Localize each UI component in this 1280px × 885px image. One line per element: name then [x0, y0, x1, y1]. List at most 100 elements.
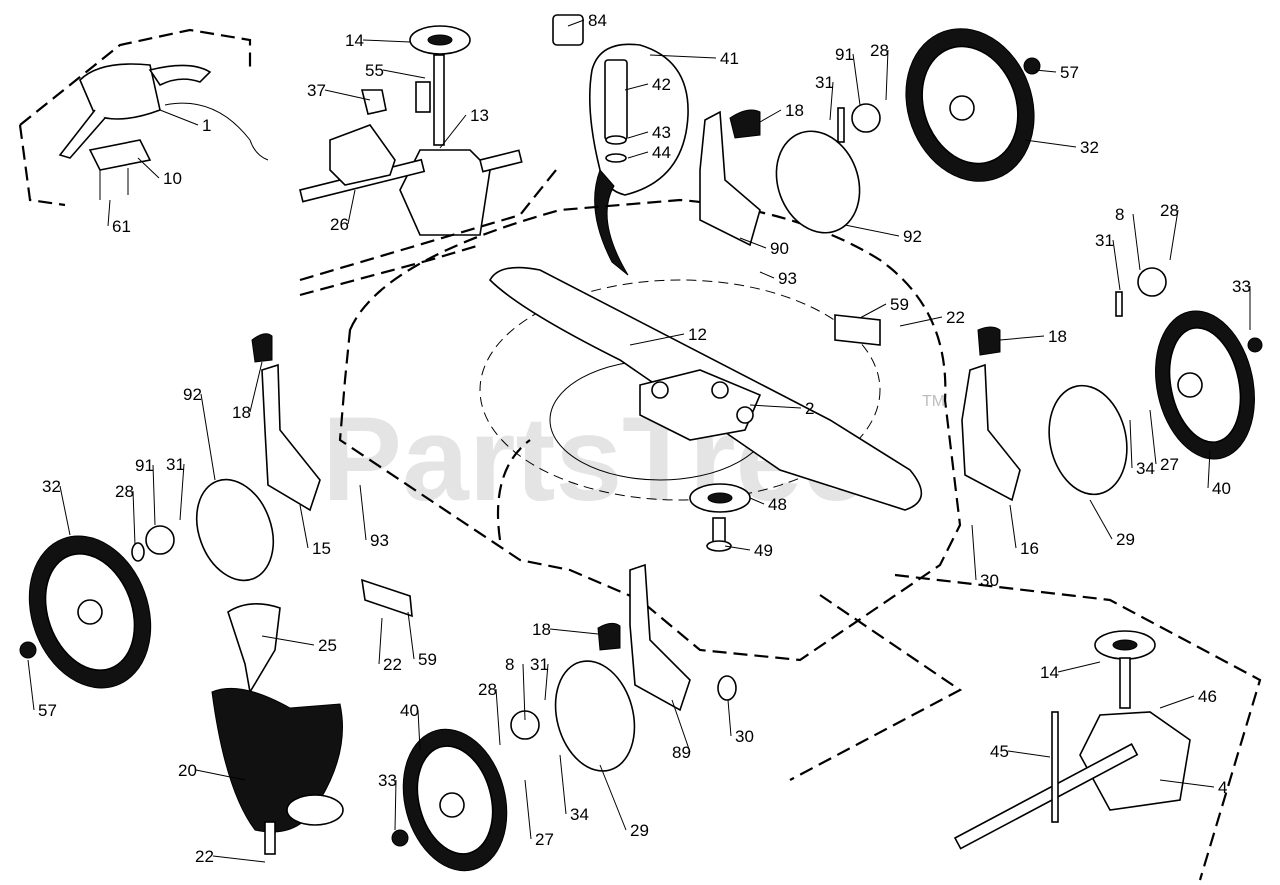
upper-transmission [299, 25, 561, 297]
part-callout-84: 84 [588, 11, 607, 30]
leader-line-37 [324, 89, 371, 101]
part-callout-30b: 30 [735, 727, 754, 746]
part-callout-14a: 14 [345, 31, 364, 50]
leader-line-20 [195, 769, 246, 781]
part-callout-46: 46 [1198, 687, 1217, 706]
part-callout-16: 16 [1020, 539, 1039, 558]
leader-line-90 [739, 237, 767, 249]
leader-line-14b [1057, 661, 1101, 673]
leader-line-22a [899, 316, 943, 327]
leader-line-92b [200, 393, 216, 481]
part-callout-28b: 28 [1160, 201, 1179, 220]
leader-line-40b [417, 709, 421, 751]
leader-line-59b [407, 611, 415, 660]
part-callout-18d: 18 [532, 620, 551, 639]
part-callout-40b: 40 [400, 701, 419, 720]
watermark-trademark: TM [922, 393, 945, 410]
leader-line-10 [137, 157, 160, 179]
part-callout-31a: 31 [815, 73, 834, 92]
part-callout-57b: 57 [38, 701, 57, 720]
leader-line-44 [627, 151, 649, 159]
part-callout-34b: 34 [570, 805, 589, 824]
part-callout-28a: 28 [870, 41, 889, 60]
part-callout-37: 37 [307, 81, 326, 100]
leader-line-92a [844, 224, 900, 237]
leader-line-34b [559, 754, 567, 815]
part-callout-44: 44 [652, 143, 671, 162]
part-callout-27b: 27 [535, 830, 554, 849]
leader-line-18a [759, 109, 782, 123]
part-callout-33a: 33 [1232, 277, 1251, 296]
leader-line-29b [599, 764, 627, 831]
part-callout-30a: 30 [980, 571, 999, 590]
part-callout-42: 42 [652, 75, 671, 94]
part-callout-59a: 59 [890, 295, 909, 314]
part-callout-31b: 31 [1095, 231, 1114, 250]
leader-line-57a [1034, 69, 1057, 73]
part-callout-25: 25 [318, 636, 337, 655]
leader-line-27b [524, 779, 532, 840]
leader-line-32b [59, 485, 71, 536]
part-callout-13: 13 [470, 106, 489, 125]
part-callout-22c: 22 [195, 847, 214, 866]
leader-line-43 [627, 131, 649, 139]
part-callout-33b: 33 [378, 771, 397, 790]
leader-line-28a [885, 49, 889, 101]
leader-line-18c [249, 361, 263, 413]
wheel-rear-left [391, 563, 737, 872]
part-callout-92b: 92 [183, 385, 202, 404]
height-adjuster-right-top [699, 109, 761, 247]
leader-line-26 [347, 189, 356, 225]
part-callout-91b: 91 [135, 456, 154, 475]
leader-line-84 [567, 19, 585, 27]
part-callout-20: 20 [178, 761, 197, 780]
leader-line-27a [1149, 409, 1157, 465]
idler-bracket [639, 369, 762, 441]
leader-line-8b [522, 663, 526, 721]
part-callout-2: 2 [805, 399, 814, 418]
part-callout-10: 10 [163, 169, 182, 188]
part-callout-29a: 29 [1116, 530, 1135, 549]
leader-line-48 [749, 497, 765, 505]
leader-line-14a [362, 39, 411, 43]
leader-line-46 [1159, 695, 1195, 709]
part-callout-43: 43 [652, 123, 671, 142]
leader-line-33b [394, 779, 397, 831]
leader-line-1 [159, 109, 199, 126]
part-callout-29b: 29 [630, 821, 649, 840]
leader-line-93b [359, 484, 367, 541]
leader-line-40a [1207, 449, 1211, 489]
wheel-front-left [19, 333, 321, 689]
leader-line-32a [1024, 139, 1077, 148]
part-callout-32a: 32 [1080, 138, 1099, 157]
leader-line-18d [549, 628, 599, 635]
grease-fitting-inset [552, 14, 689, 276]
leader-line-13 [439, 114, 467, 149]
leader-line-25 [261, 635, 315, 646]
part-callout-18c: 18 [232, 403, 251, 422]
part-callout-12: 12 [688, 325, 707, 344]
part-callout-4: 4 [1218, 778, 1227, 797]
leader-line-28c [132, 490, 136, 546]
leader-line-30b [727, 699, 732, 737]
leader-line-12 [629, 333, 685, 346]
leader-line-31d [544, 663, 549, 701]
leader-line-91a [852, 53, 861, 106]
part-callout-1: 1 [202, 116, 211, 135]
leader-line-42 [624, 83, 649, 91]
part-callout-27a: 27 [1160, 455, 1179, 474]
leader-line-93a [759, 271, 775, 279]
mulch-chute [211, 603, 344, 855]
leader-line-45 [1007, 750, 1051, 758]
part-callout-59b: 59 [418, 650, 437, 669]
wheel-rear-right [834, 267, 1263, 502]
part-callout-40a: 40 [1212, 479, 1231, 498]
leader-line-55 [382, 69, 426, 79]
leader-line-31a [829, 81, 834, 121]
part-callout-92a: 92 [903, 227, 922, 246]
part-callout-45: 45 [990, 742, 1009, 761]
leader-line-34a [1129, 419, 1133, 469]
leader-line-41 [649, 54, 717, 59]
part-callout-32b: 32 [42, 477, 61, 496]
part-callout-22a: 22 [946, 308, 965, 327]
